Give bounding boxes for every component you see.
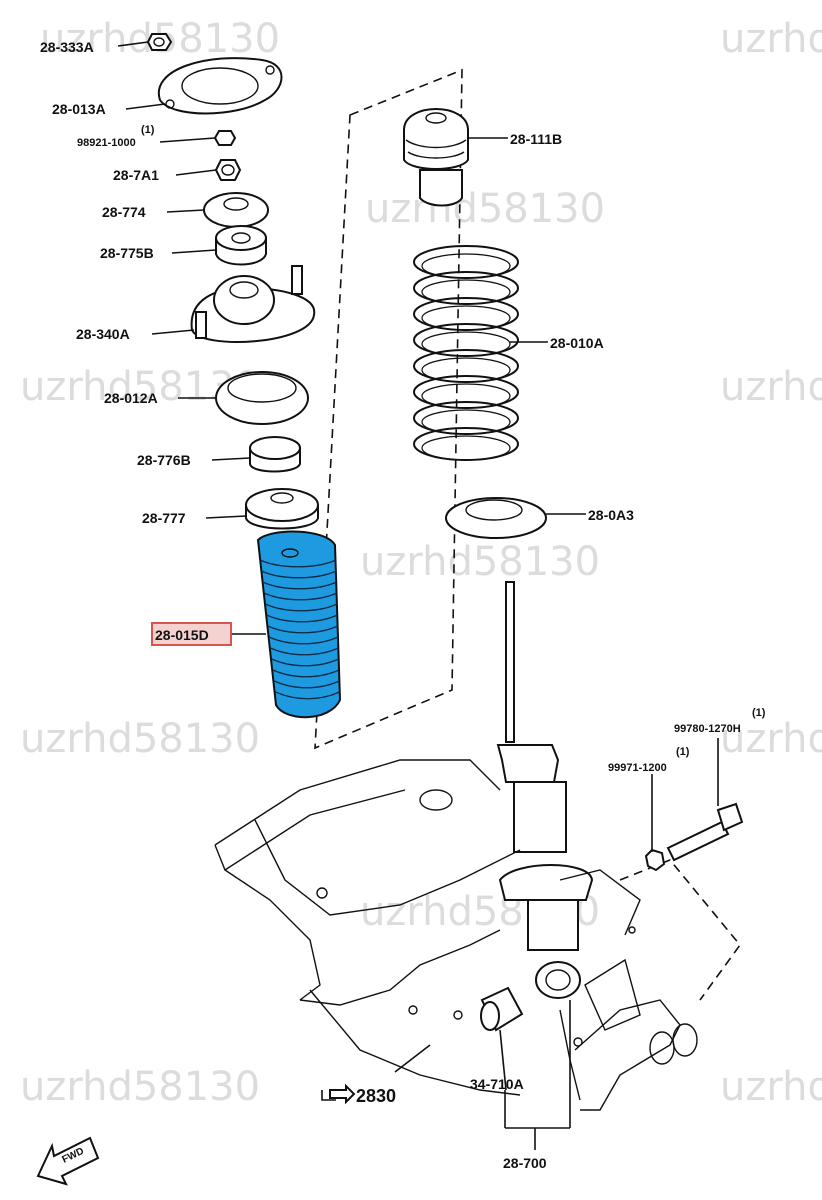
label-28-012a: 28-012A xyxy=(104,390,158,406)
watermark-text: uzrhd58130 xyxy=(20,1064,260,1110)
nut-28-333a xyxy=(146,33,173,51)
watermark-text: uzrhd58130 xyxy=(365,186,605,232)
boot-rib xyxy=(267,625,339,634)
fwd-arrow-icon: FWD xyxy=(36,1136,100,1186)
boot-rib xyxy=(263,592,338,601)
plate-28-013a xyxy=(157,57,283,115)
boot-rib xyxy=(262,581,337,590)
reference-arrow-icon xyxy=(321,1083,356,1105)
bump-stop-28-111b xyxy=(403,108,469,207)
label-28-777: 28-777 xyxy=(142,510,186,526)
watermark-layer: uzrhd58130 uzrhd58130 uzrhd58130 uzrhd58… xyxy=(20,16,822,1110)
watermark-text: uzrhd58130 xyxy=(720,1064,822,1110)
label-99780-qty: (1) xyxy=(752,707,766,719)
label-99780-1270h: 99780-1270H xyxy=(674,723,741,735)
label-99971-1200: 99971-1200 xyxy=(608,762,667,774)
label-28-333a: 28-333A xyxy=(40,39,94,55)
label-2830: 2830 xyxy=(356,1086,396,1106)
spring-coil-inner xyxy=(421,253,511,279)
nut-98921-1000 xyxy=(213,130,237,146)
spring-coil-inner xyxy=(421,357,511,383)
label-28-775b: 28-775B xyxy=(100,245,154,261)
boot-rib xyxy=(270,647,339,656)
spring-coil-inner xyxy=(421,279,511,305)
spring-coil-inner xyxy=(421,383,511,409)
boot-rib xyxy=(268,636,339,645)
watermark-text: uzrhd58130 xyxy=(720,364,822,410)
label-28-776b: 28-776B xyxy=(137,452,191,468)
label-28-010a: 28-010A xyxy=(550,335,604,351)
watermark-text: uzrhd58130 xyxy=(20,716,260,762)
label-28-774: 28-774 xyxy=(102,204,146,220)
label-99971-qty: (1) xyxy=(676,746,690,758)
spring-coil-inner xyxy=(421,305,511,331)
bushing-34-710a xyxy=(480,986,524,1032)
shock-absorber xyxy=(496,581,594,999)
mount-28-340a xyxy=(190,265,316,343)
boot-rib xyxy=(272,669,340,678)
label-34-710a: 34-710A xyxy=(470,1076,524,1092)
label-28-013a: 28-013A xyxy=(52,101,106,117)
label-98921-1000: 98921-1000 xyxy=(77,137,136,149)
spring-seat-28-0a3 xyxy=(445,497,547,539)
watermark-text: uzrhd58130 xyxy=(720,16,822,62)
watermark-text: uzrhd58130 xyxy=(360,539,600,585)
label-28-0a3: 28-0A3 xyxy=(588,507,634,523)
cap-28-777 xyxy=(245,488,319,530)
label-28-340a: 28-340A xyxy=(76,326,130,342)
highlighted-label-box xyxy=(151,622,232,646)
lower-dashed-outline xyxy=(619,859,742,1001)
spring-coil-inner xyxy=(421,435,511,461)
nut-99971-1200 xyxy=(644,848,666,872)
boot-rib xyxy=(274,680,340,689)
leader-lines xyxy=(117,41,719,1150)
coil-spring-28-010a xyxy=(413,245,519,461)
bumper-28-776b xyxy=(249,436,301,473)
washer-28-774 xyxy=(203,192,269,228)
spring-coil-inner xyxy=(421,409,511,435)
boot-rib xyxy=(261,570,337,579)
bolt-99780-1270h xyxy=(666,802,744,862)
label-28-015d: 28-015D xyxy=(155,627,209,643)
seat-28-012a xyxy=(215,371,309,425)
rear-subframe xyxy=(214,759,521,1096)
label-98921-qty: (1) xyxy=(141,124,155,136)
label-28-7a1: 28-7A1 xyxy=(113,167,159,183)
boot-rib xyxy=(264,603,338,612)
watermark-text: uzrhd58130 xyxy=(720,716,822,762)
boot-rib xyxy=(275,691,340,700)
boot-rib xyxy=(259,559,337,568)
label-28-700: 28-700 xyxy=(503,1155,547,1171)
bushing-28-775b xyxy=(215,225,267,266)
boot-28-015d-highlighted xyxy=(256,530,342,719)
spring-coil-inner xyxy=(421,331,511,357)
boot-rib xyxy=(271,658,339,667)
nut-28-7a1 xyxy=(214,159,242,181)
boot-rib xyxy=(266,614,338,623)
label-28-111b: 28-111B xyxy=(510,131,562,147)
part-labels: 28-333A 28-013A (1) 98921-1000 28-7A1 28… xyxy=(40,39,766,1171)
